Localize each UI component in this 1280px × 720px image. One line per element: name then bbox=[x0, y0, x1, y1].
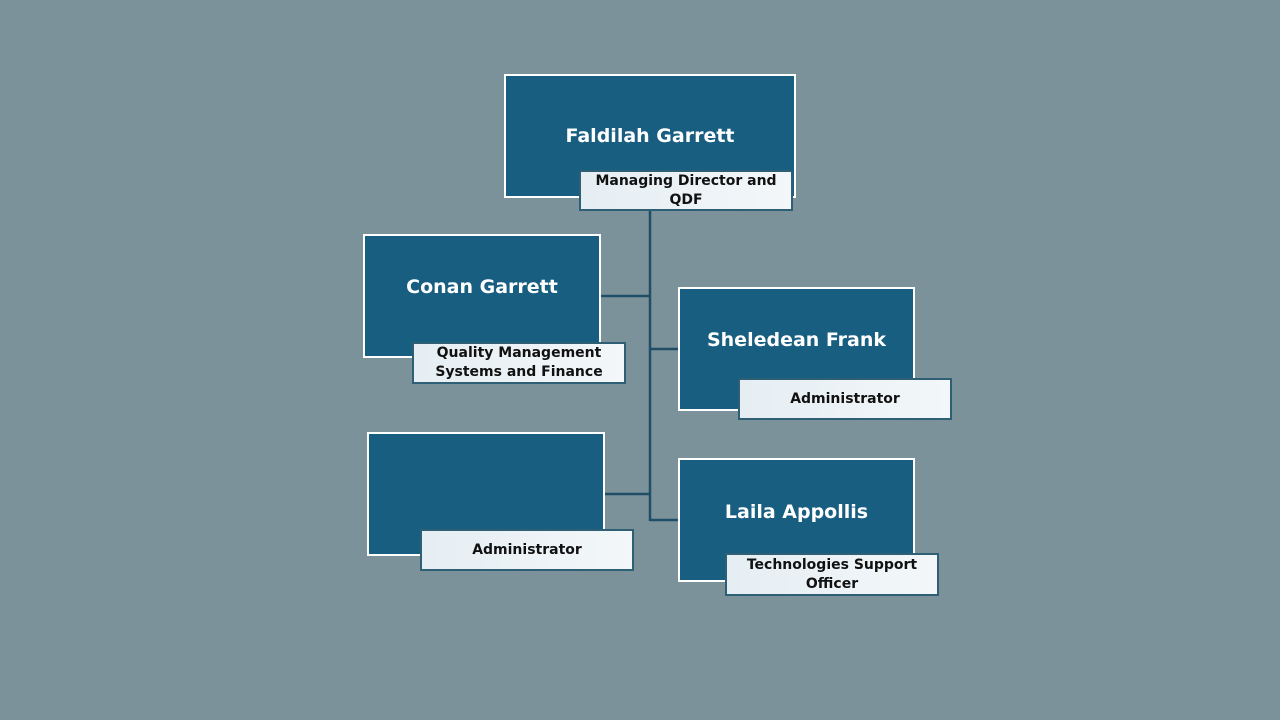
node-name: Conan Garrett bbox=[406, 276, 558, 298]
role-text: Technologies Support Officer bbox=[746, 556, 918, 592]
role-label-managing-director: Managing Director and QDF bbox=[579, 170, 793, 211]
role-text: Quality Management Systems and Finance bbox=[435, 345, 603, 380]
node-name: Sheledean Frank bbox=[706, 329, 887, 351]
node-name: Laila Appollis bbox=[724, 501, 869, 523]
role-label-sheledean-frank: Administrator bbox=[738, 378, 952, 420]
node-conan-garrett[interactable]: Conan Garrett bbox=[363, 234, 601, 358]
node-name: Faldilah Garrett bbox=[565, 125, 735, 147]
role-label-conan-garrett: Quality Management Systems and Finance bbox=[412, 342, 626, 384]
role-label-unnamed: Administrator bbox=[420, 529, 634, 571]
role-label-laila-appollis: Technologies Support Officer bbox=[725, 553, 939, 596]
role-text: Administrator bbox=[472, 541, 582, 558]
role-text: Administrator bbox=[790, 390, 900, 407]
role-text: Managing Director and QDF bbox=[595, 172, 777, 208]
